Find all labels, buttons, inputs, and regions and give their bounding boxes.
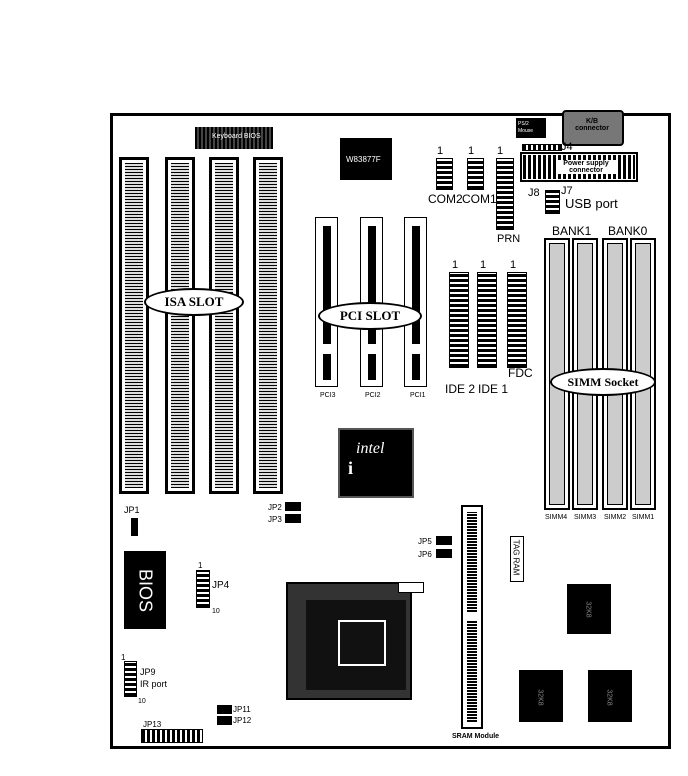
pci-slot-1: [404, 217, 427, 387]
intel-chipset: [338, 428, 414, 498]
jp13-header: [141, 729, 203, 743]
intel-logo-i: i: [348, 458, 354, 478]
sram-module-label: SRAM Module: [452, 733, 500, 740]
pci3-label: PCI3: [320, 392, 336, 399]
jp4-pin1: 1: [198, 561, 203, 570]
cpu-die-outline: [338, 620, 386, 666]
prn-label: PRN: [497, 233, 521, 245]
sram-module-lower: [467, 620, 477, 722]
prn-header: [496, 158, 514, 230]
sram-module-upper: [467, 512, 477, 612]
fdc-label: FDC: [508, 366, 533, 380]
intel-logo-text: intel: [356, 440, 385, 457]
cache-chip-2-label: 32K8: [536, 689, 544, 706]
isa-slot-3: [209, 157, 239, 494]
com2-label: COM2: [428, 192, 463, 206]
ps2-mouse-connector: [516, 118, 546, 138]
pci-slot-callout: PCI SLOT: [318, 302, 422, 330]
jp9-header: [124, 661, 137, 697]
jp9-label: JP9: [140, 667, 156, 677]
bios-chip: [124, 551, 166, 629]
jp9-pin1: 1: [121, 653, 126, 662]
pci-slot-3: [315, 217, 338, 387]
fdc-header: [507, 272, 527, 368]
cpu-socket-inner: [306, 600, 406, 690]
keyboard-bios-chip: [195, 127, 273, 149]
isa-slot-4: [253, 157, 283, 494]
jp4-label: JP4: [212, 580, 230, 591]
ps2-mouse-label: PS/2 Mouse: [518, 121, 534, 134]
jp6-label: JP6: [418, 550, 432, 559]
tag-ram-chip: [510, 536, 524, 582]
com1-header: [467, 158, 484, 190]
cache-chip-1: [567, 584, 611, 634]
jp12-jumper: [217, 716, 232, 725]
usb-port-label: USB port: [565, 196, 618, 211]
jp9-pin10: 10: [138, 698, 146, 705]
keyboard-bios-label: Keyboard BIOS: [212, 133, 261, 140]
ide1-pin1: 1: [480, 259, 487, 271]
motherboard-outline: [110, 113, 671, 749]
simm2-label: SIMM2: [604, 514, 627, 521]
isa-slot-1: [119, 157, 149, 494]
cache-chip-3-label: 32K8: [605, 689, 613, 706]
cpu-socket-lever: [398, 582, 424, 593]
pci1-label: PCI1: [410, 392, 426, 399]
isa-slot-callout: ISA SLOT: [144, 288, 244, 316]
simm1-label: SIMM1: [632, 514, 655, 521]
cache-chip-1-label: 32K8: [584, 601, 592, 618]
prn-pin1: 1: [497, 145, 504, 157]
ide1-header: [477, 272, 497, 368]
bios-label: BIOS: [135, 568, 156, 612]
cache-chip-2: [519, 670, 563, 722]
jp3-label: JP3: [268, 515, 282, 524]
jp2-label: JP2: [268, 503, 282, 512]
j8-label: J8: [528, 187, 540, 199]
ide2-header: [449, 272, 469, 368]
com1-label: COM1: [462, 192, 497, 206]
com2-pin1: 1: [437, 145, 444, 157]
ide2-label: IDE 2: [445, 382, 476, 396]
fdc-pin1: 1: [510, 259, 517, 271]
simm3-label: SIMM3: [574, 514, 597, 521]
jp5-jumper: [436, 536, 452, 545]
j4-header: [522, 144, 562, 151]
com1-pin1: 1: [468, 145, 475, 157]
kb-connector-label: K/B connector: [575, 118, 609, 132]
jp2-jumper: [285, 502, 301, 511]
bank0-label: BANK0: [608, 224, 648, 238]
ide1-label: IDE 1: [478, 382, 509, 396]
j7-label: J7: [561, 185, 573, 197]
jp1-jumper: [131, 518, 138, 536]
jp11-label: JP11: [233, 705, 251, 714]
jp5-label: JP5: [418, 537, 432, 546]
cache-chip-3: [588, 670, 632, 722]
bank1-label: BANK1: [552, 224, 592, 238]
simm-socket-callout: SIMM Socket: [550, 368, 656, 396]
jp13-label: JP13: [143, 720, 162, 729]
w83877f-label: W83877F: [346, 155, 381, 164]
tag-ram-label: TAG RAM: [511, 539, 521, 576]
jp4-header: [196, 570, 210, 608]
jp4-pin10: 10: [212, 608, 220, 615]
w83877f-chip: [340, 138, 392, 180]
kb-connector: [562, 110, 624, 146]
jp12-label: JP12: [233, 716, 252, 725]
com2-header: [436, 158, 453, 190]
power-supply-label: Power supply connector: [556, 160, 616, 174]
simm4-label: SIMM4: [545, 514, 568, 521]
jp6-jumper: [436, 549, 452, 558]
j4-label: J4: [561, 141, 573, 153]
ir-port-label: IR port: [140, 679, 168, 689]
pci2-label: PCI2: [365, 392, 381, 399]
sram-module-slot: [461, 505, 483, 729]
jp3-jumper: [285, 514, 301, 523]
isa-slot-2: [165, 157, 195, 494]
ide2-pin1: 1: [452, 259, 459, 271]
simm-slot-1: [630, 238, 656, 510]
usb-header: [545, 190, 560, 214]
jp1-label: JP1: [124, 505, 140, 515]
jp11-jumper: [217, 705, 232, 714]
